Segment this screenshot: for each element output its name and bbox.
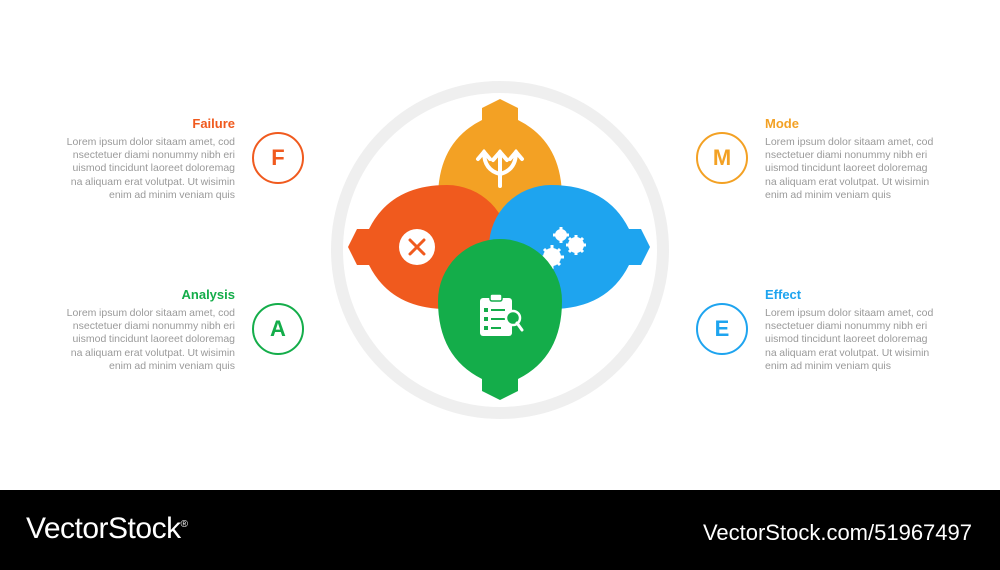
effect-description: Lorem ipsum dolor sitaam amet, cod nsect… [765, 307, 934, 372]
mode-badge: M [696, 132, 748, 184]
mode-description: Lorem ipsum dolor sitaam amet, cod nsect… [765, 136, 934, 201]
outer-ring [331, 81, 669, 419]
analysis-petal [438, 239, 562, 400]
analysis-description: Lorem ipsum dolor sitaam amet, cod nsect… [66, 307, 235, 372]
mode-letter: M [712, 145, 732, 170]
failure-title: Failure [192, 116, 235, 131]
failure-letter: F [271, 145, 285, 170]
gears-icon [540, 227, 586, 269]
brand-mark: ® [180, 519, 188, 530]
analysis-title: Analysis [181, 287, 235, 302]
image-reference[interactable]: VectorStock.com/51967497 [702, 520, 972, 545]
brand-name: VectorStock [26, 512, 181, 545]
effect-title: Effect [765, 287, 802, 302]
footer-bar: VectorStock® VectorStock.com/51967497 [0, 490, 1000, 570]
x-icon-cross [408, 238, 426, 256]
brand-logo[interactable]: VectorStock® [26, 512, 188, 546]
fmea-petal-diagram [331, 81, 669, 419]
arrows-split-icon [476, 148, 524, 188]
analysis-badge: A [252, 303, 304, 355]
failure-description: Lorem ipsum dolor sitaam amet, cod nsect… [66, 136, 235, 201]
effect-badge: E [696, 303, 748, 355]
analysis-letter: A [270, 316, 286, 341]
mode-title: Mode [765, 116, 799, 131]
clipboard-search-icon [480, 293, 524, 336]
failure-badge: F [252, 132, 304, 184]
infographic-canvas: Failure Lorem ipsum dolor sitaam amet, c… [66, 81, 934, 419]
effect-letter: E [714, 316, 730, 341]
